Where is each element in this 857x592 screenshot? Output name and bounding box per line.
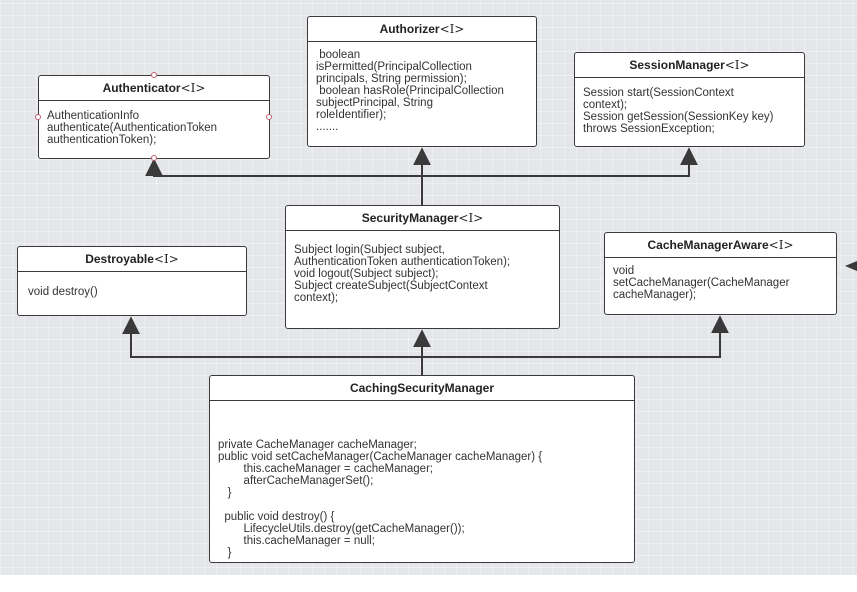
class-securitymanager-header: SecurityManager<I> [286, 206, 559, 231]
class-destroyable-name: Destroyable [85, 252, 154, 266]
class-destroyable-body: void destroy() [28, 286, 98, 298]
class-sessionmanager-name: SessionManager [629, 58, 725, 72]
class-destroyable-header: Destroyable<I> [18, 247, 246, 272]
class-cachemanageraware-name: CacheManagerAware [647, 238, 769, 252]
class-cachemanageraware-body: void setCacheManager(CacheManager cacheM… [613, 265, 790, 301]
offscreen-arrow-head [845, 261, 857, 271]
class-cachingsecuritymanager-name: CachingSecurityManager [349, 381, 495, 395]
interface-stereotype: <I> [153, 252, 179, 266]
class-cachemanageraware-header: CacheManagerAware<I> [605, 233, 836, 258]
class-sessionmanager[interactable]: SessionManager<I> Session start(SessionC… [574, 52, 805, 147]
class-cachingsecuritymanager[interactable]: CachingSecurityManager private CacheMana… [209, 375, 635, 563]
interface-stereotype: <I> [180, 81, 206, 95]
class-securitymanager[interactable]: SecurityManager<I> Subject login(Subject… [285, 205, 560, 329]
edge-securitymanager-authenticator[interactable] [145, 158, 422, 177]
resize-handle-top[interactable] [151, 72, 157, 78]
interface-stereotype: <I> [439, 22, 465, 36]
resize-handle-bottom[interactable] [151, 155, 157, 161]
class-cachingsecuritymanager-body: private CacheManager cacheManager; publi… [218, 439, 543, 559]
class-authenticator-header: Authenticator<I> [39, 76, 269, 101]
class-authorizer-header: Authorizer<I> [308, 17, 536, 42]
interface-stereotype: <I> [458, 211, 484, 225]
class-destroyable[interactable]: Destroyable<I> void destroy() [17, 246, 247, 316]
interface-stereotype: <I> [768, 238, 794, 252]
class-authorizer-name: Authorizer [379, 22, 440, 36]
interface-stereotype: <I> [724, 58, 750, 72]
class-authenticator-body: AuthenticationInfo authenticate(Authenti… [47, 110, 218, 146]
class-securitymanager-body: Subject login(Subject subject, Authentic… [294, 244, 511, 304]
class-cachingsecuritymanager-header: CachingSecurityManager [210, 376, 634, 401]
resize-handle-left[interactable] [35, 114, 41, 120]
edge-caching-destroyable[interactable] [122, 316, 422, 358]
edge-caching-cachemanageraware[interactable] [422, 315, 729, 358]
class-authenticator[interactable]: Authenticator<I> AuthenticationInfo auth… [38, 75, 270, 159]
class-cachemanageraware[interactable]: CacheManagerAware<I> void setCacheManage… [604, 232, 837, 315]
class-sessionmanager-body: Session start(SessionContext context); S… [583, 87, 774, 135]
class-authenticator-name: Authenticator [102, 81, 181, 95]
resize-handle-right[interactable] [266, 114, 272, 120]
canvas-bottom-strip [0, 575, 857, 592]
edge-securitymanager-sessionmanager[interactable] [422, 147, 698, 177]
class-securitymanager-name: SecurityManager [361, 211, 459, 225]
class-authorizer-body: boolean isPermitted(PrincipalCollection … [316, 49, 504, 133]
class-authorizer[interactable]: Authorizer<I> boolean isPermitted(Princi… [307, 16, 537, 147]
class-sessionmanager-header: SessionManager<I> [575, 53, 804, 78]
